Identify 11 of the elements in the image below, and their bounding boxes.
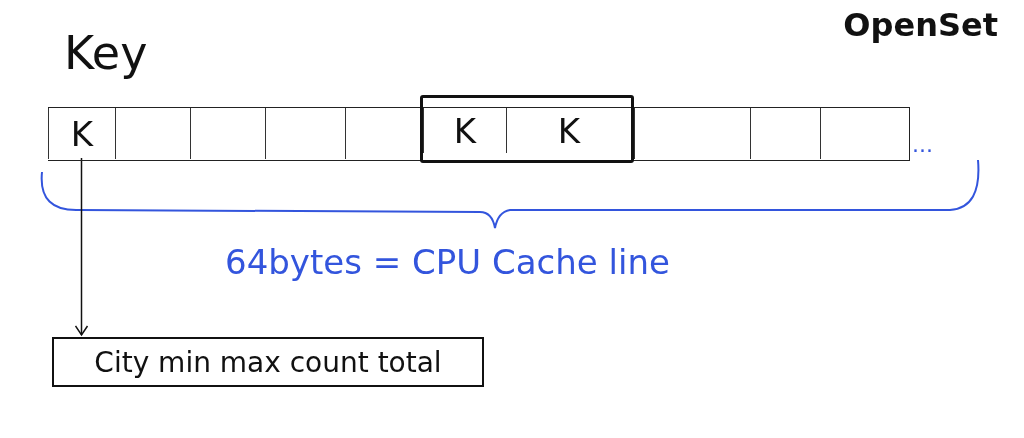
key-letter: K bbox=[557, 110, 581, 151]
cache-line-note: 64bytes = CPU Cache line bbox=[225, 242, 670, 282]
key-label: Key bbox=[64, 26, 148, 80]
ellipsis: ... bbox=[912, 132, 933, 157]
key-letter: K bbox=[453, 110, 477, 151]
key-letter: K bbox=[70, 113, 94, 154]
highlight-box bbox=[420, 95, 634, 163]
record-box bbox=[52, 337, 484, 387]
record-fields: City min max count total bbox=[94, 345, 442, 379]
title: OpenSet bbox=[843, 6, 998, 44]
arrow bbox=[74, 157, 89, 336]
